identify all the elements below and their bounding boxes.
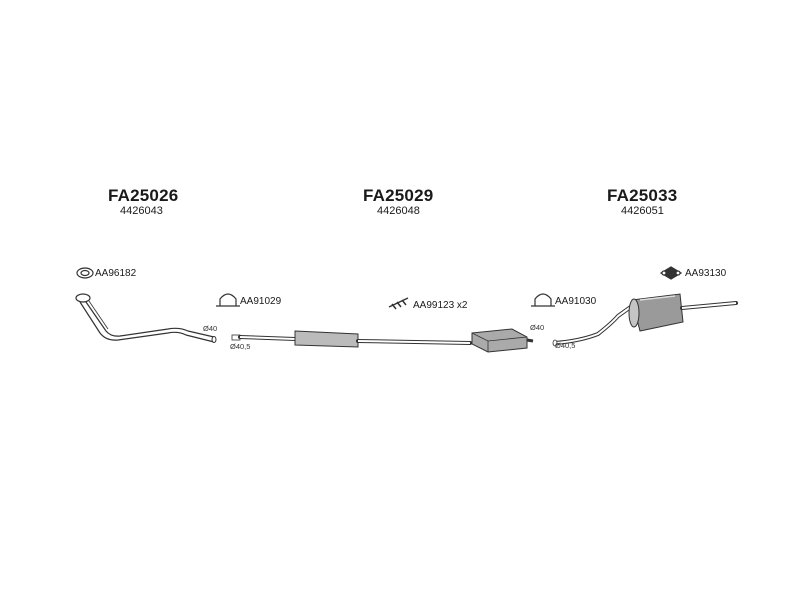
section-number: 4426043 (120, 205, 163, 217)
part-label: AA91030 (555, 296, 597, 307)
front-pipe (75, 293, 217, 343)
part-label: AA93130 (685, 268, 727, 279)
section-code: FA25029 (363, 186, 434, 205)
section-code: FA25033 (607, 186, 678, 205)
clamp-icon (531, 293, 555, 307)
clamp-icon (216, 293, 240, 307)
rear-silencer (552, 293, 738, 347)
part-label: AA96182 (95, 268, 137, 279)
intermediate-pipe (231, 328, 534, 353)
gasket-icon (76, 267, 94, 279)
section-number: 4426048 (377, 205, 420, 217)
diameter-label: Ø40,5 (555, 341, 576, 350)
part-label: AA99123 x2 (413, 300, 468, 311)
rear-silencer-can (631, 293, 684, 332)
diameter-label: Ø40,5 (230, 342, 251, 351)
rubber-mount-icon (388, 297, 409, 310)
front-pipe-flange (75, 293, 91, 303)
diameter-label: Ø40 (203, 324, 218, 333)
part-label: AA91029 (240, 296, 282, 307)
centre-silencer (294, 330, 359, 348)
hanger-icon (659, 266, 683, 280)
section-code: FA25026 (108, 186, 179, 205)
section-number: 4426051 (621, 205, 664, 217)
diameter-label: Ø40 (530, 323, 545, 332)
rear-silencer-box (471, 328, 528, 353)
